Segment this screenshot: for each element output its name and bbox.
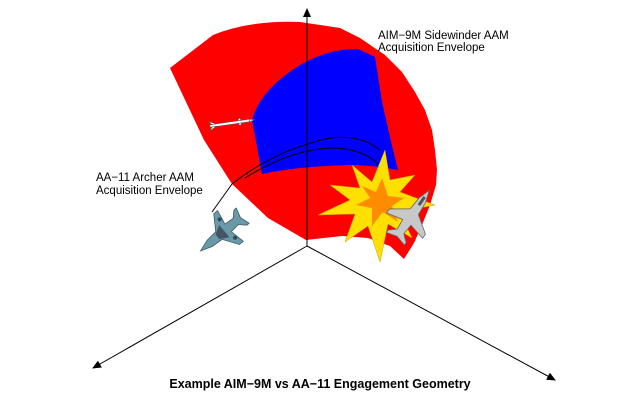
axis-right [306, 245, 556, 381]
axis-left [92, 245, 308, 369]
axes [92, 8, 556, 381]
flight-paths [211, 136, 381, 213]
arc-line [231, 136, 381, 185]
aim9-envelope [252, 48, 398, 174]
fighter-jet-icon [385, 189, 430, 246]
diagram-title: Example AIM−9M vs AA−11 Engagement Geome… [169, 377, 470, 391]
aa11-label-line2: Acquisition Envelope [96, 185, 203, 197]
aim9-label-line2: Acquisition Envelope [378, 42, 485, 54]
arc-line [244, 147, 379, 179]
aim9-label-line1: AIM−9M Sidewinder AAM [378, 30, 509, 42]
aa11-label-line1: AA−11 Archer AAM [96, 172, 194, 184]
leader-line [211, 183, 233, 213]
fighter-jet-icon [199, 207, 250, 252]
missile-icon [208, 117, 256, 132]
